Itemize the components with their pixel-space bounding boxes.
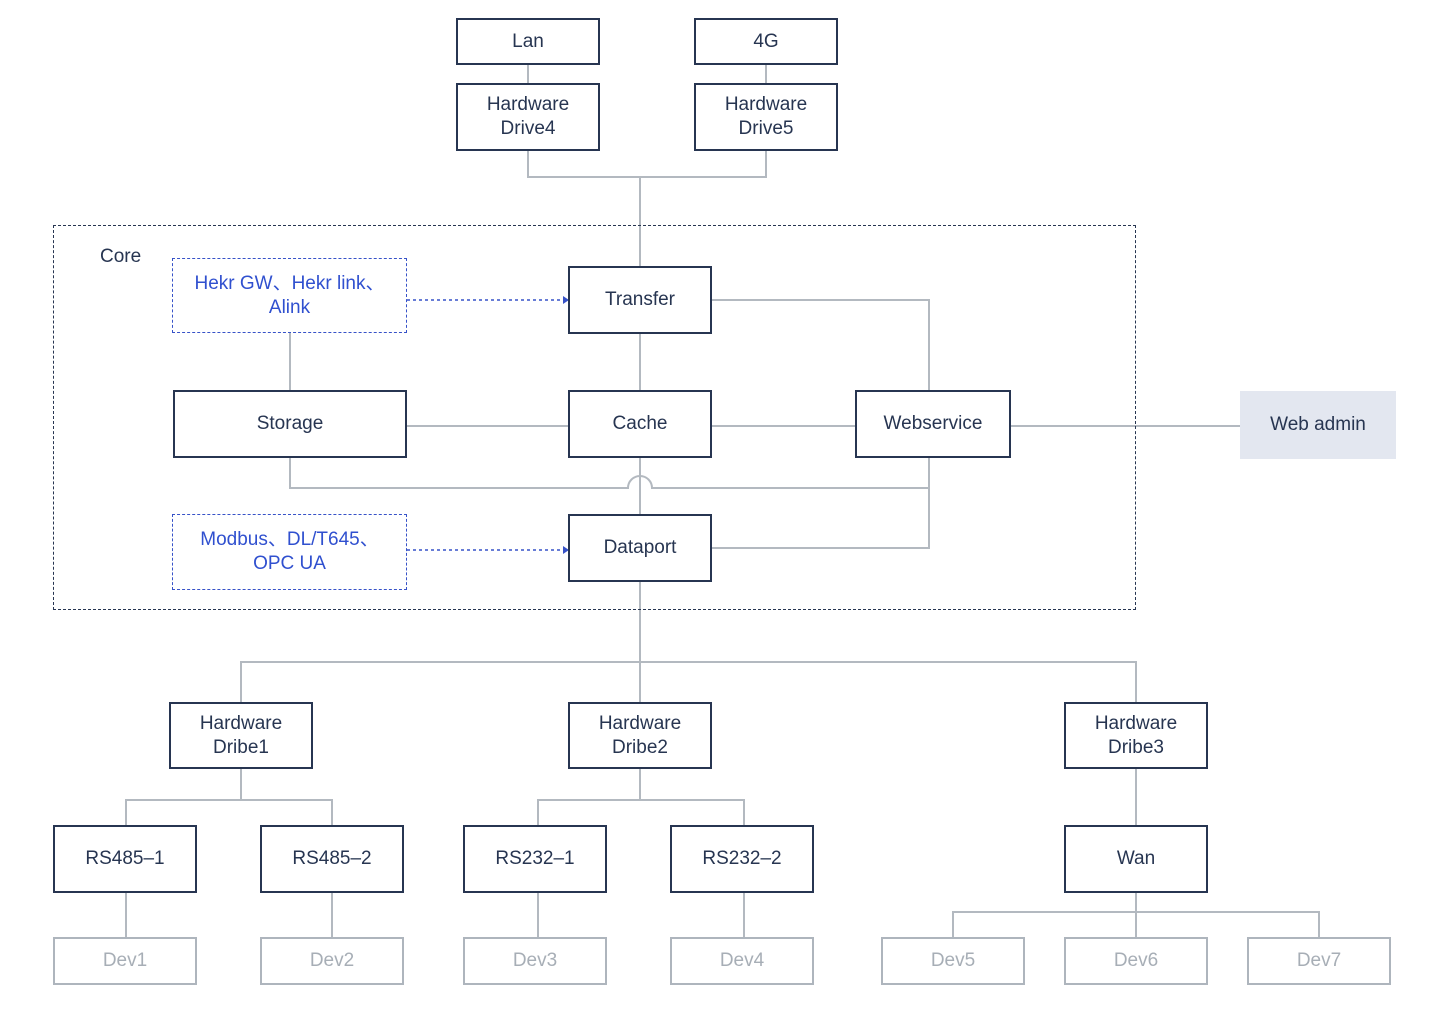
- arrow-head-transfer: [563, 296, 569, 304]
- core-boundary: [53, 225, 1136, 610]
- protocols-bottom-box: Modbus、DL/T645、 OPC UA: [172, 514, 407, 590]
- node-hardware-drive4[interactable]: Hardware Drive4: [456, 83, 600, 151]
- node-hardware-drive5[interactable]: Hardware Drive5: [694, 83, 838, 151]
- node-rs232-2[interactable]: RS232–2: [670, 825, 814, 893]
- node-rs232-1[interactable]: RS232–1: [463, 825, 607, 893]
- node-transfer[interactable]: Transfer: [568, 266, 712, 334]
- wire-dribe-bus: [240, 661, 1137, 703]
- node-web-admin[interactable]: Web admin: [1240, 391, 1396, 459]
- node-4g[interactable]: 4G: [694, 18, 838, 65]
- node-cache[interactable]: Cache: [568, 390, 712, 458]
- node-rs485-1[interactable]: RS485–1: [53, 825, 197, 893]
- wire-storage-webservice: [289, 457, 929, 489]
- node-webservice[interactable]: Webservice: [855, 390, 1011, 458]
- wire-drives-bus: [527, 150, 767, 178]
- device-dev6[interactable]: Dev6: [1064, 937, 1208, 985]
- wire-wan-devs: [952, 892, 1320, 938]
- wire-webservice-dataport: [711, 457, 930, 549]
- wire-ports-devs: [125, 892, 745, 938]
- device-dev5[interactable]: Dev5: [881, 937, 1025, 985]
- protocols-top-box: Hekr GW、Hekr link、 Alink: [172, 258, 407, 333]
- device-dev3[interactable]: Dev3: [463, 937, 607, 985]
- node-storage[interactable]: Storage: [173, 390, 407, 458]
- wire-dribe2-ports: [537, 768, 745, 826]
- node-hardware-dribe3[interactable]: Hardware Dribe3: [1064, 702, 1208, 769]
- node-rs485-2[interactable]: RS485–2: [260, 825, 404, 893]
- core-label: Core: [100, 246, 142, 267]
- node-lan[interactable]: Lan: [456, 18, 600, 65]
- device-dev2[interactable]: Dev2: [260, 937, 404, 985]
- wire-transfer-webservice: [711, 299, 930, 391]
- wire-dribe1-ports: [125, 768, 333, 826]
- node-wan[interactable]: Wan: [1064, 825, 1208, 893]
- node-dataport[interactable]: Dataport: [568, 514, 712, 582]
- device-dev1[interactable]: Dev1: [53, 937, 197, 985]
- node-hardware-dribe2[interactable]: Hardware Dribe2: [568, 702, 712, 769]
- arrow-head-dataport: [563, 546, 569, 554]
- device-dev4[interactable]: Dev4: [670, 937, 814, 985]
- device-dev7[interactable]: Dev7: [1247, 937, 1391, 985]
- node-hardware-dribe1[interactable]: Hardware Dribe1: [169, 702, 313, 769]
